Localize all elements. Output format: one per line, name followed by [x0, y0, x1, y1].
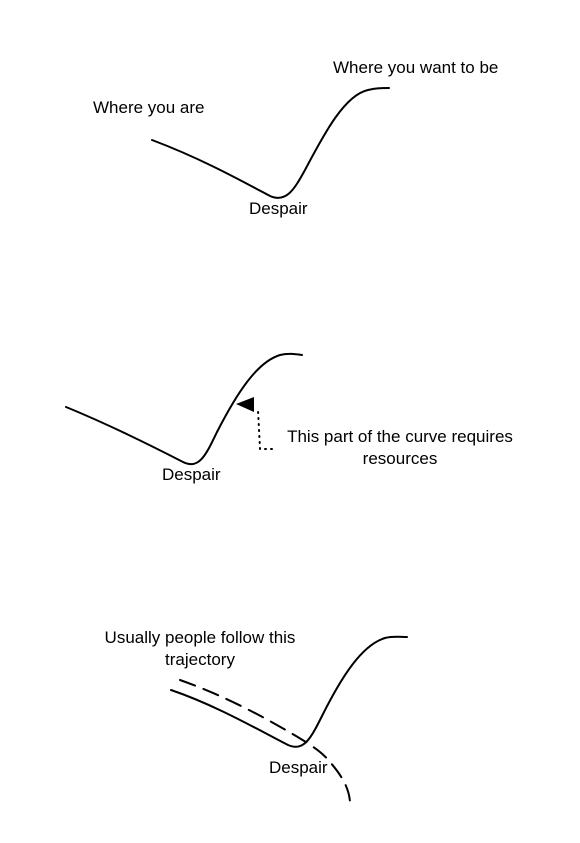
- panel1-curve: [151, 87, 390, 199]
- where-you-are-label: Where you are: [93, 98, 205, 117]
- panel2-curve: [65, 352, 303, 465]
- panel1-despair-label: Despair: [249, 199, 308, 218]
- where-you-want-to-be-label: Where you want to be: [333, 58, 499, 77]
- resources-annotation: This part of the curve requires resource…: [280, 426, 520, 470]
- usual-trajectory-note-line2: trajectory: [165, 650, 235, 669]
- panel2-arrowhead: [236, 397, 254, 412]
- panel2-despair-label: Despair: [162, 465, 221, 484]
- resources-annotation-line1: This part of the curve requires: [287, 427, 513, 446]
- panel3-curve: [170, 635, 408, 748]
- panel3-dashed-trajectory: [179, 679, 351, 803]
- resources-annotation-line2: resources: [362, 449, 438, 468]
- usual-trajectory-note-line1: Usually people follow this: [104, 628, 296, 647]
- panel3-despair-label: Despair: [269, 758, 328, 777]
- panel2-dotted-leader: [257, 409, 273, 450]
- usual-trajectory-note: Usually people follow this trajectory: [96, 627, 304, 671]
